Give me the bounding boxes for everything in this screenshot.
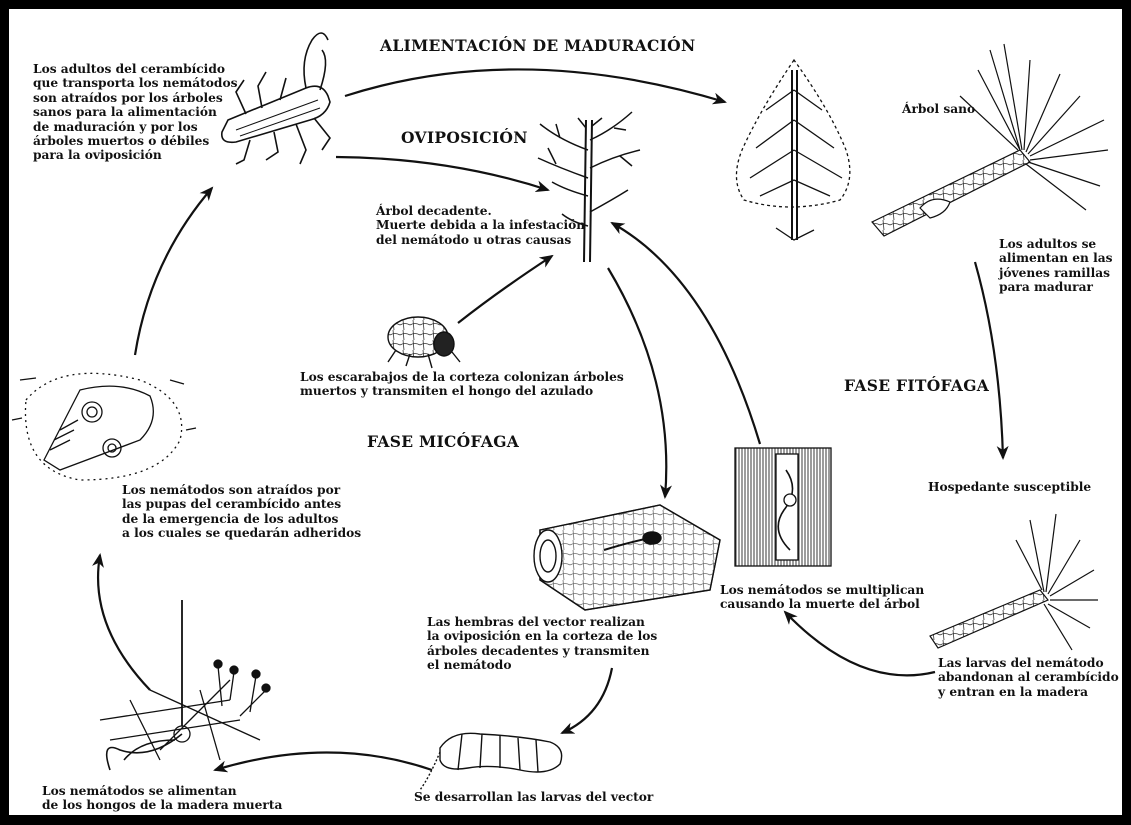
arrow-barkbeetle-to-tree — [457, 254, 554, 324]
healthy-pine-drawing — [735, 58, 851, 241]
label-bark-beetles: Los escarabajos de la corteza colonizan … — [300, 370, 624, 399]
longhorn-beetle-drawing — [220, 32, 331, 165]
label-adults-feed-twigs: Los adultos se alimentan en las jóvenes … — [999, 237, 1113, 295]
label-decadent-tree: Árbol decadente. Muerte debida a la infe… — [376, 204, 586, 247]
arrow-larva-to-fungi — [213, 751, 433, 773]
bark-log-drawing — [533, 504, 721, 611]
heading-maturation-feeding: ALIMENTACIÓN DE MADURACIÓN — [380, 36, 696, 55]
arrow-branch-to-wood — [783, 610, 936, 677]
fungi-drawing — [99, 600, 271, 771]
label-adult-beetles: Los adultos del cerambícido que transpor… — [33, 62, 238, 163]
label-susceptible-host: Hospedante susceptible — [928, 480, 1092, 494]
label-healthy-tree: Árbol sano — [902, 102, 976, 116]
label-vector-larvae: Se desarrollan las larvas del vector — [414, 790, 654, 804]
label-nematodes-multiply: Los nemátodos se multiplican causando la… — [720, 583, 925, 612]
heading-oviposition: OVIPOSICIÓN — [401, 128, 528, 147]
bark-beetle-drawing — [387, 316, 461, 369]
arrow-beetle-to-healthy-tree — [344, 68, 727, 105]
infested-branch-drawing — [929, 513, 1098, 651]
heading-phytophagous-phase: FASE FITÓFAGA — [844, 376, 990, 395]
arrow-log-to-larva — [560, 667, 614, 735]
arrow-wood-to-tree — [610, 222, 762, 445]
label-nematode-larvae: Las larvas del nemátodo abandonan al cer… — [938, 656, 1119, 699]
arrow-twigs-to-host — [973, 261, 1009, 460]
label-nematodes-attracted-pupae: Los nemátodos son atraídos por las pupas… — [122, 483, 362, 541]
heading-mycophagous-phase: FASE MICÓFAGA — [367, 432, 520, 451]
label-vector-females: Las hembras del vector realizan la ovipo… — [427, 615, 658, 673]
pupa-chamber-drawing — [11, 372, 197, 481]
label-nematodes-feed-fungi: Los nemátodos se alimentan de los hongos… — [42, 784, 283, 813]
pine-twig-drawing — [871, 43, 1109, 237]
cycle-arrows — [92, 68, 1009, 773]
vector-larva-drawing — [419, 732, 563, 791]
arrow-tree-to-log — [607, 267, 672, 499]
decadent-tree-drawing — [537, 111, 641, 263]
infested-wood-drawing — [734, 447, 832, 567]
arrow-pupa-to-beetle — [133, 186, 214, 356]
arrow-fungi-to-pupa — [92, 553, 151, 691]
arrow-beetle-to-decadent-tree — [335, 155, 550, 192]
